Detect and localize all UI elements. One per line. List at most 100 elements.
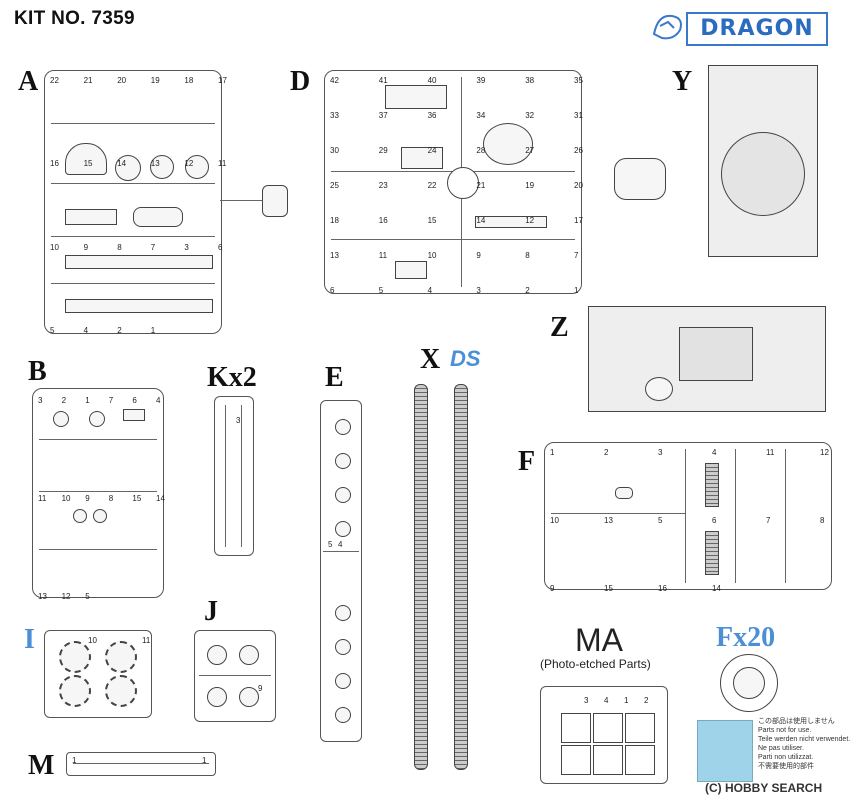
- part-number: 13: [604, 516, 613, 525]
- sprue-a-part-3: [262, 185, 288, 217]
- sprue-f: [544, 442, 832, 590]
- part-number: 11: [142, 636, 151, 645]
- sprue-a: [44, 70, 222, 334]
- part-number: 15: [132, 494, 142, 503]
- part-number: 2: [117, 326, 122, 335]
- part-number: 4: [338, 540, 343, 549]
- part-number: 33: [330, 111, 339, 120]
- part-number: 31: [574, 111, 583, 120]
- part-number: 3: [658, 448, 663, 457]
- part-number: 12: [61, 592, 71, 601]
- part-number: 17: [574, 216, 583, 225]
- part-number: 14: [712, 584, 721, 593]
- part-number: 3: [38, 396, 43, 405]
- ds-logo: DS: [450, 346, 481, 371]
- sprue-label-b: B: [28, 356, 47, 387]
- part-number: 12: [184, 159, 194, 169]
- part-number: 42: [330, 76, 339, 85]
- notice-line: この部品は使用しません: [758, 718, 835, 725]
- part-number: 11: [766, 448, 775, 457]
- part-number: 5: [378, 286, 384, 295]
- dragon-logo: DRAGON: [650, 6, 828, 46]
- notice-line: Parts not for use.: [758, 727, 812, 734]
- notice-line: 不需要使用的部件: [758, 763, 814, 770]
- part-number: 7: [766, 516, 771, 525]
- sprue-m: [66, 752, 216, 776]
- part-number: 10: [550, 516, 559, 525]
- not-for-use-swatch: [697, 720, 753, 782]
- not-for-use-notice: この部品は使用しません Parts not for use. Teile wer…: [758, 717, 858, 771]
- part-number: 20: [117, 76, 127, 85]
- part-number: 6: [132, 396, 137, 405]
- part-number: 34: [476, 111, 486, 120]
- part-number: 10: [88, 636, 97, 645]
- sprue-j: [194, 630, 276, 722]
- part-number: 40: [427, 76, 437, 85]
- part-number: 11: [378, 251, 388, 260]
- track-right: [454, 384, 468, 770]
- part-number: 23: [378, 181, 388, 190]
- part-number: 6: [330, 286, 335, 295]
- part-number: 4: [427, 286, 433, 295]
- part-number: 1: [72, 756, 77, 765]
- part-number: 15: [604, 584, 613, 593]
- sprue-label-fx: Fx20: [716, 622, 776, 653]
- sprue-k: [214, 396, 254, 556]
- part-number: 18: [330, 216, 339, 225]
- part-number: 10: [427, 251, 437, 260]
- part-number: 2: [61, 396, 67, 405]
- kit-number: KIT NO. 7359: [14, 8, 135, 29]
- sprue-e: [320, 400, 362, 742]
- part-number: 12: [820, 448, 829, 457]
- part-number: 32: [525, 111, 535, 120]
- part-number: 15: [427, 216, 437, 225]
- part-number: 28: [476, 146, 486, 155]
- part-number: 4: [156, 396, 161, 405]
- part-number: 9: [83, 242, 89, 252]
- part-number: 1: [150, 326, 156, 335]
- part-number: 3: [584, 696, 589, 705]
- part-number: 37: [378, 111, 388, 120]
- part-number: 10: [61, 494, 71, 503]
- sprue-label-e: E: [325, 362, 344, 393]
- notice-line: Ne pas utiliser.: [758, 745, 804, 752]
- photo-etch-ma: [540, 686, 668, 784]
- part-number: 35: [574, 76, 583, 85]
- sprue-label-i: I: [24, 624, 35, 655]
- brand-name: DRAGON: [686, 12, 828, 46]
- sprue-label-k: Kx2: [207, 362, 257, 393]
- part-number: 24: [427, 146, 437, 155]
- part-number: 27: [525, 146, 535, 155]
- part-number: 38: [525, 76, 535, 85]
- part-number: 2: [644, 696, 649, 705]
- part-number: 8: [108, 494, 114, 503]
- hull-y: [708, 65, 818, 257]
- part-number: 7: [574, 251, 579, 260]
- ma-title: MA: [575, 622, 623, 658]
- part-number: 9: [550, 584, 555, 593]
- part-number: 2: [604, 448, 609, 457]
- sprue-label-f: F: [518, 446, 536, 477]
- sprue-label-d: D: [290, 66, 311, 97]
- chassis-z: [588, 306, 826, 412]
- part-number: 13: [38, 592, 47, 601]
- part-number: 8: [820, 516, 825, 525]
- part-number: 12: [525, 216, 535, 225]
- sprue-label-j: J: [204, 596, 218, 627]
- notice-line: Teile werden nicht verwendet.: [758, 736, 851, 743]
- sprue-d: [324, 70, 582, 294]
- sprue-i: [44, 630, 152, 718]
- part-number: 11: [38, 494, 47, 503]
- part-number: 9: [258, 684, 263, 693]
- part-number: 5: [328, 540, 333, 549]
- part-number: 1: [202, 756, 207, 765]
- part-number: 3: [184, 242, 189, 252]
- part-number: 17: [218, 76, 227, 85]
- part-number: 16: [378, 216, 388, 225]
- part-number: 5: [50, 326, 55, 335]
- part-number: 8: [117, 242, 122, 252]
- part-number: 4: [604, 696, 609, 705]
- sprue-label-m: M: [28, 750, 55, 781]
- part-number: 41: [378, 76, 388, 85]
- part-number: 2: [525, 286, 530, 295]
